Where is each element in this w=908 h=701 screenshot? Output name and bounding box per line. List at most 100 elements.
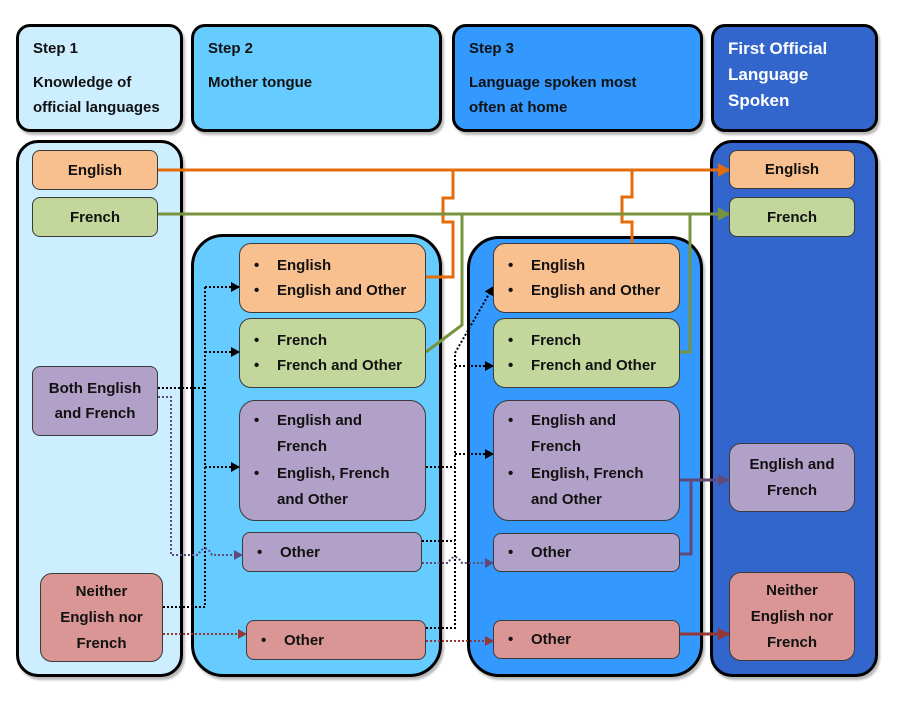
list-item-text: Other [280,543,321,561]
step3-other-from-both-box: • Other [493,533,680,572]
bullet-icon: • [508,411,514,429]
list-item: • Other [508,540,679,565]
final-neither-box: Neither English nor French [729,572,855,661]
bullet-icon: • [508,464,514,482]
final-title-line: First Official [728,39,828,58]
bullet-icon: • [254,411,260,429]
list-item: • Other [257,540,421,565]
list-item-text: English and French [531,411,617,456]
bullet-icon: • [254,464,260,482]
list-item: • English and Other [254,278,425,303]
bullet-icon: • [508,357,514,374]
step3-english-box: • English • English and Other [493,243,680,313]
list-item: • English and Other [508,278,679,303]
final-title-line: Language [728,65,809,84]
step1-header: Step 1 Knowledge of official languages [16,24,183,132]
step3-title-line: often at home [469,99,568,116]
bullet-icon: • [508,257,514,274]
step2-header: Step 2 Mother tongue [191,24,442,132]
step3-header: Step 3 Language spoken most often at hom… [452,24,703,132]
final-both-box: English and French [729,443,855,512]
list-item: •French and Other [508,353,679,378]
final-both-label-line: English and [749,455,835,473]
list-item-text: French [277,332,328,349]
final-title-line: Spoken [728,91,790,110]
step3-label: Step 3 [469,40,515,57]
bullet-icon: • [254,332,260,349]
final-neither-label-line: French [766,633,817,651]
step2-french-box: • French • French and Other [239,318,426,388]
final-header: First Official Language Spoken [711,24,878,132]
list-item: • French [254,328,425,353]
list-item: • English, French and Other [254,461,425,514]
list-item-text: Other [531,544,572,561]
step3-other-to-final-connector [680,480,693,556]
english-step3-branch-connector [620,170,634,243]
step3-french-box: • French •French and Other [493,318,680,388]
both-to-step2-other-dotted-connector [158,396,243,560]
final-neither-label-line: English nor [750,607,834,625]
step1-both-box: Both English and French [32,366,158,436]
step1-french-label: French [69,208,120,226]
step2-title-line: Mother tongue [208,74,313,91]
list-item-text: Other [531,631,572,648]
step1-english-box: English [32,150,158,190]
step1-both-label-line: and French [54,405,136,422]
list-item-text: English [531,257,586,274]
list-item: • English and French [508,408,679,461]
bullet-icon: • [508,631,514,648]
step1-neither-label-line: Neither [75,582,128,600]
step1-neither-label-line: French [76,634,127,652]
final-english-label: English [764,161,820,178]
step1-french-box: French [32,197,158,237]
list-item-text: French and Other [277,357,403,374]
bullet-icon: • [254,357,260,374]
list-item: • French [508,328,679,353]
step1-title-line: official languages [33,99,160,116]
step1-neither-label-line: English nor [60,608,143,626]
step2-both-box: • English and French • English, French and… [239,400,426,521]
bullet-icon: • [508,282,514,299]
english-step2-branch-connector [426,170,455,279]
french-step3-branch-connector [680,214,692,354]
list-item-text: English and Other [531,282,661,299]
bullet-icon: • [508,544,514,561]
list-item-text: French [531,332,582,349]
list-item: • Other [261,628,425,653]
step2-neither-other-out-dotted-connector [426,286,494,629]
bullet-icon: • [254,257,260,274]
step1-neither-box: Neither English nor French [40,573,163,662]
list-item: • English, French and Other [508,461,679,514]
list-item: • Other [508,627,679,652]
step2-to-step3-other-dotted-connector [422,556,494,568]
step1-title-line: Knowledge of [33,74,132,91]
list-item-text: Other [284,631,325,649]
french-step2-branch-connector [425,214,464,354]
list-item: • English and French [254,408,425,461]
step3-title-line: Language spoken most [469,74,637,91]
list-item-text: English [277,257,332,274]
bullet-icon: • [508,332,514,349]
list-item: • English [254,253,425,278]
bullet-icon: • [254,282,260,299]
list-item-text: English, French and Other [531,464,644,509]
step1-both-label-line: Both English [48,380,142,397]
step3-other-from-neither-box: • Other [493,620,680,659]
final-french-label: French [766,208,817,226]
step2-label: Step 2 [208,40,254,57]
final-neither-label-line: Neither [766,581,818,599]
final-english-box: English [729,150,855,189]
step2-other-from-neither-box: • Other [246,620,426,660]
bullet-icon: • [261,631,267,649]
list-item-text: English and Other [277,282,407,299]
step1-label: Step 1 [33,40,79,57]
final-french-box: French [729,197,855,237]
final-both-label-line: French [766,481,817,499]
list-item-text: English, French and Other [277,464,390,509]
list-item-text: English and French [277,411,363,456]
list-item: • French and Other [254,353,425,378]
list-item: • English [508,253,679,278]
bullet-icon: • [257,543,263,561]
